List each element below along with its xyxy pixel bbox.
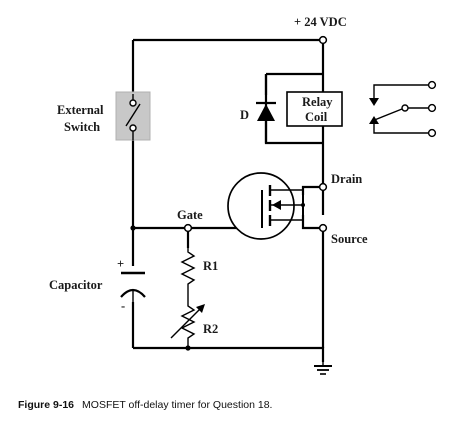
capacitor-minus-label: - — [121, 299, 125, 313]
r1-label: R1 — [203, 259, 218, 273]
supply-terminal: + 24 VDC — [294, 15, 347, 45]
figure-caption-text: MOSFET off-delay timer for Question 18. — [82, 399, 273, 411]
mosfet — [227, 172, 305, 240]
source-terminal: Source — [318, 223, 368, 246]
ground-symbol — [314, 362, 332, 375]
capacitor-plus-label: + — [117, 257, 124, 271]
external-switch-label-1: External — [57, 103, 104, 117]
diode-label: D — [240, 108, 249, 122]
gate-label: Gate — [177, 208, 203, 222]
capacitor: + - Capacitor — [49, 225, 146, 313]
external-switch: External Switch — [57, 91, 151, 141]
relay-contact-blade — [371, 108, 403, 122]
supply-label: + 24 VDC — [294, 15, 347, 29]
switch-blade — [125, 103, 141, 127]
source-label: Source — [331, 232, 368, 246]
external-switch-label-2: Switch — [64, 120, 100, 134]
relay-coil: Relay Coil — [286, 91, 343, 127]
r2-label: R2 — [203, 322, 218, 336]
gate-terminal: Gate — [177, 208, 203, 233]
resistor-r1: R1 — [180, 248, 218, 300]
resistor-r2: R2 — [170, 300, 218, 351]
relay-contacts — [369, 80, 437, 138]
diode-triangle — [257, 104, 275, 121]
capacitor-label: Capacitor — [49, 278, 103, 292]
diode: D — [240, 101, 276, 122]
figure-caption: Figure 9-16 MOSFET off-delay timer for Qu… — [18, 399, 272, 411]
drain-label: Drain — [331, 172, 362, 186]
relay-label-2: Coil — [305, 110, 328, 124]
r2-variable-arrow-line — [170, 305, 204, 339]
relay-label-1: Relay — [302, 95, 333, 109]
drain-terminal: Drain — [318, 172, 362, 192]
figure-number: Figure 9-16 — [18, 399, 75, 411]
